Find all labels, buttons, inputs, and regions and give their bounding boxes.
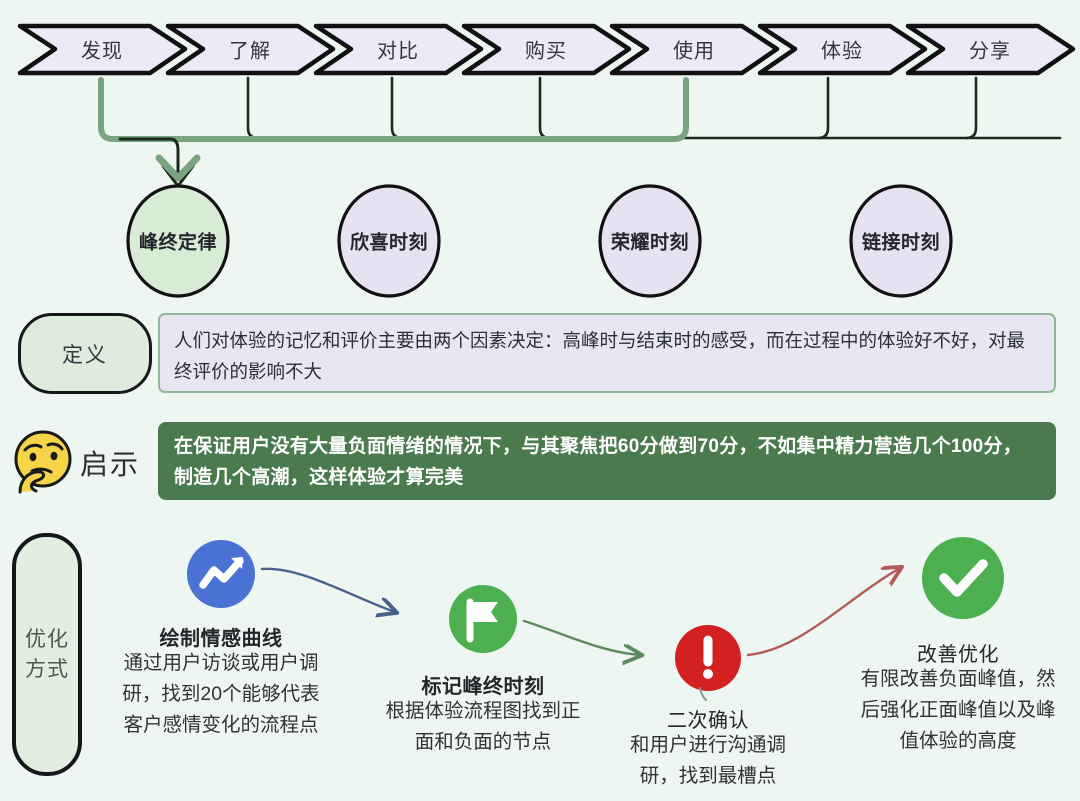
peak-arrow bbox=[118, 137, 195, 188]
insight-label: 启示 bbox=[80, 449, 141, 480]
optimization-step-2-title: 标记峰终时刻 bbox=[421, 676, 545, 698]
journey-connector-lines bbox=[246, 76, 1062, 140]
check-circle-icon bbox=[922, 537, 1004, 619]
optimization-label: 优化 方式 bbox=[25, 625, 69, 685]
flag-icon bbox=[449, 585, 517, 653]
ellipse-label-3[interactable]: 荣耀时刻 bbox=[610, 232, 690, 254]
arrow-step3-tail bbox=[699, 687, 707, 701]
chevron-label-2[interactable]: 了解 bbox=[229, 40, 271, 63]
chevron-label-3[interactable]: 对比 bbox=[377, 40, 419, 63]
optimization-step-3-title: 二次确认 bbox=[667, 710, 749, 732]
optimization-pill: 优化 方式 bbox=[12, 533, 82, 776]
optimization-step-3-body: 和用户进行沟通调研，找到最槽点 bbox=[629, 734, 786, 787]
definition-box: 人们对体验的记忆和评价主要由两个因素决定：高峰时与结束时的感受，而在过程中的体验… bbox=[158, 313, 1056, 393]
arrow-step2-to-step3 bbox=[522, 619, 640, 655]
connector-7 bbox=[964, 76, 978, 140]
arrow-step1-to-step2 bbox=[260, 567, 395, 612]
optimization-step-4-title: 改善优化 bbox=[917, 644, 999, 666]
connector-3 bbox=[390, 76, 404, 140]
ellipse-label-4[interactable]: 链接时刻 bbox=[861, 232, 941, 254]
highlight-connector-discover bbox=[98, 77, 173, 142]
thinking-face-emoji bbox=[14, 430, 72, 494]
insight-box: 在保证用户没有大量负面情绪的情况下，与其聚焦把60分做到70分，不如集中精力营造… bbox=[158, 422, 1056, 500]
optimization-label-line1: 优化 bbox=[25, 627, 69, 651]
definition-pill: 定义 bbox=[18, 313, 152, 394]
optimization-step-1-title: 绘制情感曲线 bbox=[159, 628, 283, 650]
chevron-label-5[interactable]: 使用 bbox=[673, 40, 715, 63]
trending-up-icon bbox=[187, 540, 255, 608]
optimization-step-1-body: 通过用户访谈或用户调研，找到20个能够代表客户感情变化的流程点 bbox=[122, 652, 320, 736]
definition-label: 定义 bbox=[62, 343, 108, 367]
connector-6 bbox=[816, 76, 830, 140]
highlight-connector-use bbox=[117, 77, 689, 142]
chevron-label-6[interactable]: 体验 bbox=[821, 40, 863, 63]
chevron-label-7[interactable]: 分享 bbox=[969, 40, 1011, 63]
definition-text: 人们对体验的记忆和评价主要由两个因素决定：高峰时与结束时的感受，而在过程中的体验… bbox=[174, 330, 1026, 382]
optimization-step-4-body: 有限改善负面峰值，然后强化正面峰值以及峰值体验的高度 bbox=[860, 668, 1056, 752]
arrow-step3-to-step4 bbox=[746, 568, 900, 657]
insight-text: 在保证用户没有大量负面情绪的情况下，与其聚焦把60分做到70分，不如集中精力营造… bbox=[174, 436, 1023, 488]
ellipse-label-1[interactable]: 峰终定律 bbox=[138, 232, 218, 254]
ellipse-label-2[interactable]: 欣喜时刻 bbox=[349, 232, 429, 254]
chevron-label-4[interactable]: 购买 bbox=[525, 40, 567, 63]
moment-ellipses bbox=[126, 184, 953, 298]
chevron-label-1[interactable]: 发现 bbox=[81, 40, 123, 63]
highlight-connector-lines bbox=[98, 77, 689, 142]
peak-arrow-head-green bbox=[155, 154, 201, 182]
optimization-label-line2: 方式 bbox=[25, 657, 69, 681]
connector-4 bbox=[538, 76, 552, 140]
exclamation-icon bbox=[675, 625, 741, 691]
optimization-step-2-body: 根据体验流程图找到正面和负面的节点 bbox=[385, 700, 581, 753]
connector-2 bbox=[246, 76, 1062, 140]
